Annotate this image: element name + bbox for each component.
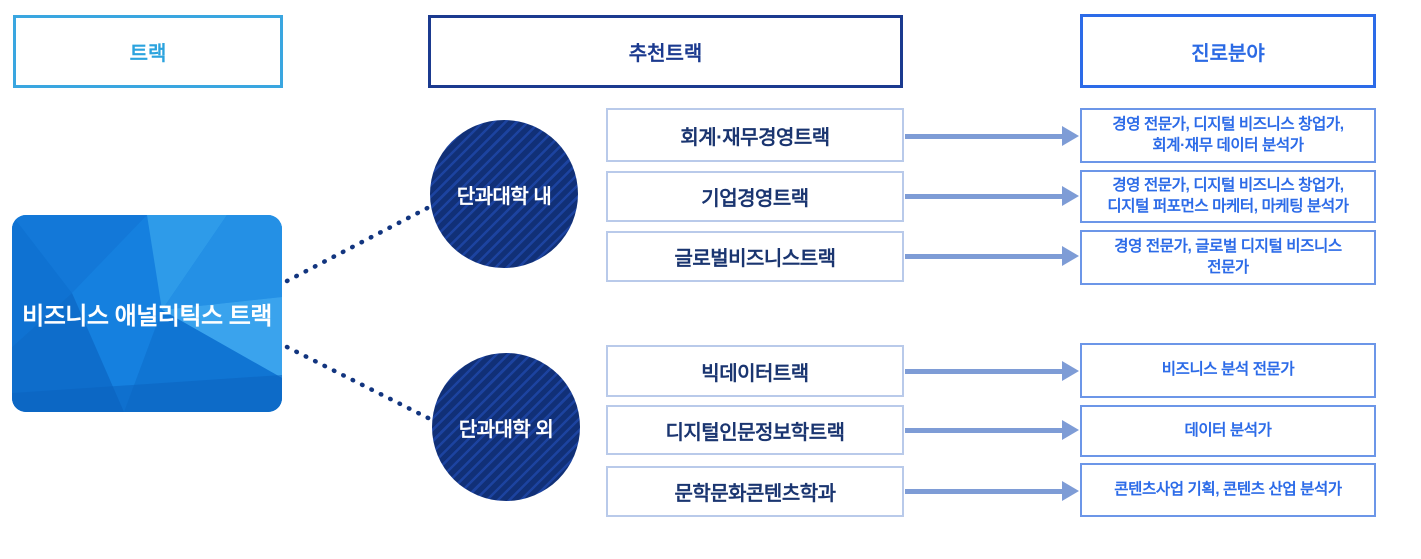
arrow-head xyxy=(1062,186,1079,206)
header-career-field: 진로분야 xyxy=(1080,14,1376,88)
arrow-head xyxy=(1062,481,1079,501)
track-label: 회계·재무경영트랙 xyxy=(680,126,830,149)
arrow-head xyxy=(1062,246,1079,266)
track-box-literature-contents: 문학문화콘텐츠학과 xyxy=(606,466,904,517)
scope-circle-inside-college: 단과대학 내 xyxy=(430,120,578,268)
track-label: 디지털인문정보학트랙 xyxy=(665,421,846,444)
main-track-card: 비즈니스 애널리틱스 트랙 xyxy=(12,215,282,412)
career-box-global-business: 경영 전문가, 글로벌 디지털 비즈니스 전문가 xyxy=(1080,230,1376,285)
track-box-accounting-finance: 회계·재무경영트랙 xyxy=(606,108,904,162)
career-label: 콘텐츠사업 기획, 콘텐츠 산업 분석가 xyxy=(1114,480,1342,498)
career-box-digital-humanities: 데이터 분석가 xyxy=(1080,405,1376,457)
career-box-corporate-management: 경영 전문가, 디지털 비즈니스 창업가, 디지털 퍼포먼스 마케터, 마케팅 … xyxy=(1080,170,1376,223)
career-box-big-data: 비즈니스 분석 전문가 xyxy=(1080,343,1376,398)
arrow-right-icon xyxy=(905,481,1079,501)
header-recommended-track: 추천트랙 xyxy=(428,15,903,88)
header-recommended-track-label: 추천트랙 xyxy=(628,43,703,65)
arrow-right-icon xyxy=(905,420,1079,440)
header-track: 트랙 xyxy=(13,15,283,88)
track-label: 글로벌비즈니스트랙 xyxy=(674,248,836,270)
arrow-shaft xyxy=(905,368,1062,374)
arrow-right-icon xyxy=(905,246,1079,266)
arrow-head xyxy=(1062,420,1079,440)
track-box-digital-humanities: 디지털인문정보학트랙 xyxy=(606,405,904,455)
arrow-head xyxy=(1062,126,1079,146)
track-box-corporate-management: 기업경영트랙 xyxy=(606,171,904,222)
track-label: 빅데이터트랙 xyxy=(701,362,809,385)
track-label: 기업경영트랙 xyxy=(701,188,809,210)
scope-circle-outside-college: 단과대학 외 xyxy=(432,353,580,501)
arrow-shaft xyxy=(905,488,1062,494)
scope-inside-label: 단과대학 내 xyxy=(456,185,552,208)
scope-outside-label: 단과대학 외 xyxy=(458,418,554,441)
career-label: 데이터 분석가 xyxy=(1184,421,1272,439)
arrow-right-icon xyxy=(905,361,1079,381)
header-track-label: 트랙 xyxy=(129,43,167,65)
main-track-label: 비즈니스 애널리틱스 트랙 xyxy=(22,303,272,330)
track-label: 문학문화콘텐츠학과 xyxy=(674,483,836,505)
career-label: 경영 전문가, 글로벌 디지털 비즈니스 전문가 xyxy=(1114,238,1342,276)
header-career-field-label: 진로분야 xyxy=(1191,42,1265,65)
arrow-shaft xyxy=(905,427,1062,433)
arrow-shaft xyxy=(905,133,1062,139)
career-label: 비즈니스 분석 전문가 xyxy=(1161,361,1295,379)
track-box-global-business: 글로벌비즈니스트랙 xyxy=(606,231,904,282)
arrow-shaft xyxy=(905,253,1062,259)
arrow-right-icon xyxy=(905,126,1079,146)
arrow-right-icon xyxy=(905,186,1079,206)
career-box-accounting-finance: 경영 전문가, 디지털 비즈니스 창업가, 회계·재무 데이터 분석가 xyxy=(1080,108,1376,163)
arrow-shaft xyxy=(905,193,1062,199)
career-label: 경영 전문가, 디지털 비즈니스 창업가, 회계·재무 데이터 분석가 xyxy=(1112,116,1344,154)
track-box-big-data: 빅데이터트랙 xyxy=(606,345,904,397)
career-box-literature-contents: 콘텐츠사업 기획, 콘텐츠 산업 분석가 xyxy=(1080,463,1376,517)
low-poly-background xyxy=(12,215,282,412)
career-label: 경영 전문가, 디지털 비즈니스 창업가, 디지털 퍼포먼스 마케터, 마케팅 … xyxy=(1107,177,1349,215)
arrow-head xyxy=(1062,361,1079,381)
